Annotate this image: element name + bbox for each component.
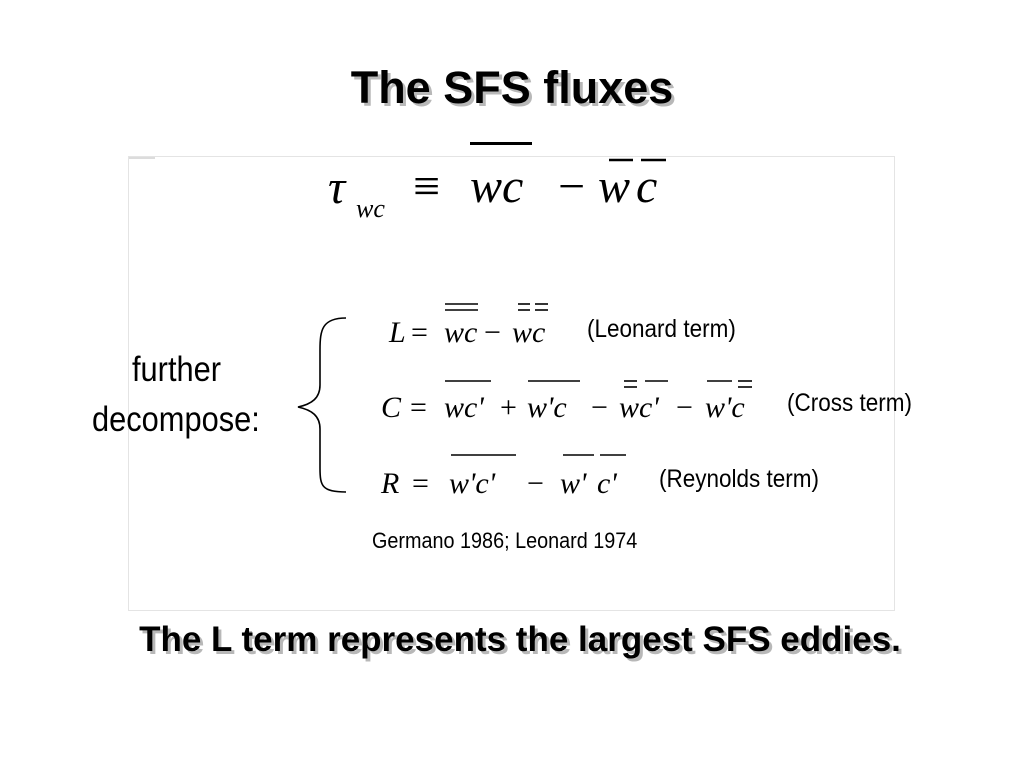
curly-brace	[297, 317, 347, 493]
svg-text:w'c': w'c'	[449, 467, 496, 500]
further-label: further	[132, 350, 222, 389]
svg-text:=: =	[411, 316, 428, 349]
svg-text:C: C	[381, 391, 402, 424]
svg-text:c': c'	[597, 467, 617, 500]
title-rule	[470, 142, 532, 145]
tau-subscript: wc	[356, 194, 385, 223]
filtered-c: c	[636, 160, 657, 213]
equiv-symbol: ≡	[413, 160, 440, 213]
svg-text:wc: wc	[444, 316, 477, 349]
equation-frame	[128, 156, 895, 611]
reynolds-equation: R = w'c' − w' c'	[380, 454, 626, 500]
svg-text:wc': wc'	[619, 391, 659, 424]
svg-text:−: −	[676, 391, 693, 424]
svg-text:=: =	[412, 467, 429, 500]
slide-title: The SFS fluxes	[350, 62, 674, 113]
minus-symbol: −	[558, 160, 585, 213]
leonard-equation: L = wc − wc	[388, 303, 548, 349]
conclusion-statement: The L term represents the largest SFS ed…	[139, 620, 901, 659]
citation: Germano 1986; Leonard 1974	[372, 528, 638, 553]
svg-text:L: L	[388, 316, 406, 349]
tau-symbol: τ	[328, 161, 347, 214]
cross-term-label: (Cross term)	[787, 389, 913, 417]
filtered-w: w	[598, 160, 630, 213]
svg-text:w'c: w'c	[705, 391, 745, 424]
decompose-label: decompose:	[92, 400, 260, 439]
svg-text:wc: wc	[512, 316, 545, 349]
reynolds-term-label: (Reynolds term)	[659, 465, 820, 493]
svg-text:−: −	[484, 316, 501, 349]
svg-text:=: =	[410, 391, 427, 424]
svg-text:w'c: w'c	[527, 391, 567, 424]
svg-text:R: R	[380, 467, 399, 500]
sfs-flux-definition: τ wc ≡ wc − w c	[328, 158, 666, 223]
cross-equation: C = wc' + w'c − wc' − w'c	[381, 380, 752, 424]
frame-corner-mark	[129, 157, 155, 159]
svg-text:−: −	[591, 391, 608, 424]
leonard-term-label: (Leonard term)	[587, 315, 736, 343]
svg-text:wc': wc'	[444, 391, 484, 424]
filtered-product-wc: wc	[470, 160, 523, 213]
svg-text:+: +	[500, 391, 517, 424]
svg-text:w': w'	[560, 467, 587, 500]
svg-text:−: −	[527, 467, 544, 500]
